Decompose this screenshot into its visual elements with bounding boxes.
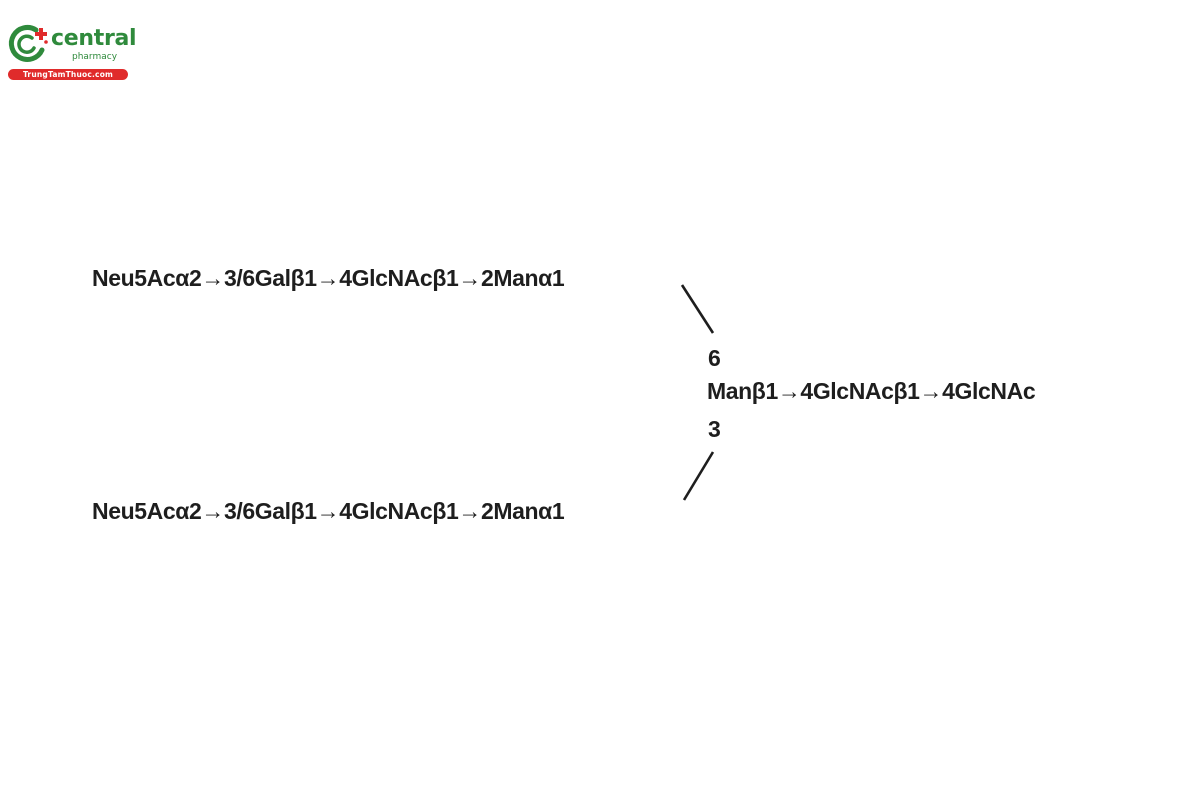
core-chain: Manβ1→4GlcNAcβ1→4GlcNAc — [707, 378, 1036, 404]
link-line-top — [680, 284, 715, 334]
link-position-3: 3 — [708, 416, 721, 442]
brand-site: TrungTamThuoc.com — [8, 69, 128, 80]
link-position-6: 6 — [708, 345, 721, 371]
brand-subtitle: pharmacy — [72, 52, 118, 62]
brand-logo[interactable]: central pharmacy TrungTamThuoc.com — [6, 18, 137, 84]
pharmacy-cross-icon — [8, 25, 48, 62]
brand-name: central — [51, 26, 137, 51]
antenna-bottom: Neu5Acα2→3/6Galβ1→4GlcNAcβ1→2Manα1 — [92, 498, 565, 524]
antenna-top: Neu5Acα2→3/6Galβ1→4GlcNAcβ1→2Manα1 — [92, 265, 565, 291]
link-line-bottom — [682, 451, 715, 501]
